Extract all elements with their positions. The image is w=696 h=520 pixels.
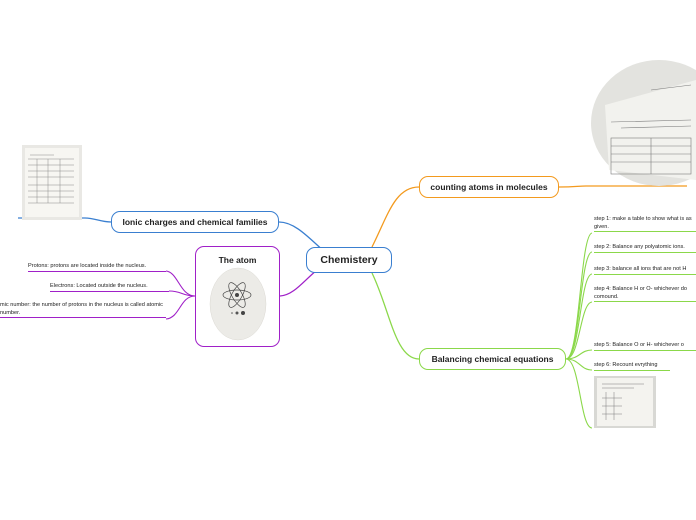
topic-counting-atoms[interactable]: counting atoms in molecules [419, 176, 559, 198]
atom-image [209, 267, 267, 341]
topic-ionic-charges[interactable]: Ionic charges and chemical families [111, 211, 279, 233]
topic-balancing-equations-label: Balancing chemical equations [431, 354, 554, 364]
atom-fact-protons-text: Protons: protons are located inside the … [28, 263, 147, 269]
central-topic[interactable]: Chemistery [306, 247, 392, 273]
central-topic-label: Chemistery [320, 254, 378, 266]
balancing-step-6-text: step 6: Recount evrything [594, 362, 658, 368]
balancing-step-5[interactable]: step 5: Balance O or H- whichever o [594, 342, 696, 351]
topic-counting-atoms-label: counting atoms in molecules [430, 182, 548, 192]
topic-the-atom[interactable]: The atom [195, 246, 280, 347]
counting-atoms-image [591, 60, 696, 186]
balancing-step-5-text: step 5: Balance O or H- whichever o [594, 342, 684, 348]
balancing-step-3[interactable]: step 3: balance all ions that are not H [594, 266, 696, 275]
link-central-balancing [371, 272, 420, 360]
balancing-step-4[interactable]: step 4: Balance H or O- whichever do com… [594, 286, 696, 302]
atom-fact-atomic-number[interactable]: mic number: the number of protons in the… [0, 302, 166, 318]
atom-fact-electrons-text: Electrons: Located outside the nucleus. [50, 283, 148, 289]
balancing-step-2[interactable]: step 2: Balance any polyatomic ions. [594, 244, 696, 253]
balancing-branches [565, 232, 593, 429]
atom-fact-electrons[interactable]: Electrons: Located outside the nucleus. [50, 283, 169, 292]
balancing-step-6[interactable]: step 6: Recount evrything [594, 362, 670, 371]
balancing-step-4-text: step 4: Balance H or O- whichever do com… [594, 286, 687, 300]
topic-balancing-equations[interactable]: Balancing chemical equations [419, 348, 566, 370]
balancing-step-1-text: step 1: make a table to show what is as … [594, 216, 692, 230]
link-central-counting [371, 186, 420, 248]
link-counting-image [558, 185, 687, 188]
balancing-worksheet-image [594, 376, 656, 428]
ionic-worksheet-image [22, 145, 82, 220]
atom-fact-protons[interactable]: Protons: protons are located inside the … [28, 263, 166, 272]
atom-fact-atomic-number-text: mic number: the number of protons in the… [0, 302, 163, 316]
topic-ionic-charges-label: Ionic charges and chemical families [122, 217, 268, 227]
link-ionic-image [18, 217, 112, 223]
atom-branches [165, 270, 196, 320]
balancing-step-1[interactable]: step 1: make a table to show what is as … [594, 216, 696, 232]
balancing-step-3-text: step 3: balance all ions that are not H [594, 266, 687, 272]
balancing-step-2-text: step 2: Balance any polyatomic ions. [594, 244, 685, 250]
topic-the-atom-label: The atom [218, 255, 257, 265]
